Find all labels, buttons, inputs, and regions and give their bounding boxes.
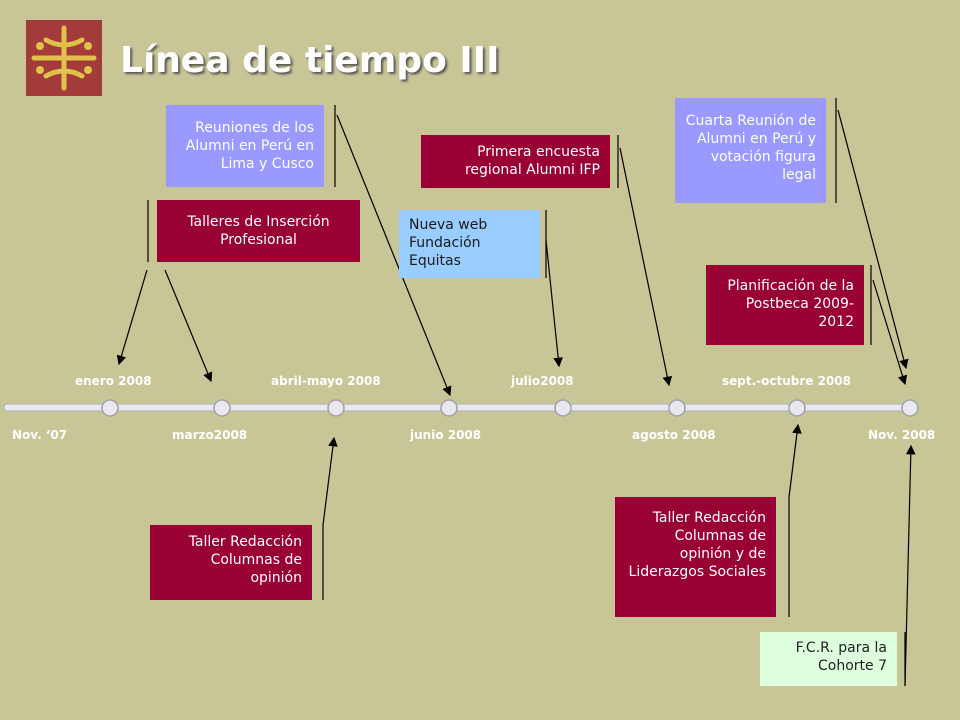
event-box-fcr: F.C.R. para la Cohorte 7 [760,632,897,686]
arrow [872,279,908,386]
timeline-node [213,399,231,417]
timeline-label-bottom: agosto 2008 [632,428,716,442]
timeline-label-bottom: Nov. 2008 [868,428,936,442]
arrow [619,147,672,387]
timeline-label-top: enero 2008 [75,374,152,388]
event-box-cuarta: Cuarta Reunión de Alumni en Perú y votac… [675,98,826,203]
event-box-encuesta: Primera encuesta regional Alumni IFP [421,135,610,188]
arrow [116,269,148,366]
timeline-label-bottom: Nov. ‘07 [12,428,68,442]
timeline-node [101,399,119,417]
timeline-node [788,399,806,417]
timeline-node [554,399,572,417]
page-title: Línea de tiempo III [120,40,500,81]
arrow [904,444,916,687]
timeline-bar [3,403,915,412]
arrow [788,423,802,498]
event-box-taller-liderazgos: Taller Redacción Columnas de opinión y d… [615,497,776,617]
event-box-talleres: Talleres de Inserción Profesional [157,200,360,262]
timeline-node [327,399,345,417]
equitas-logo-icon [26,20,102,96]
arrow [336,114,452,397]
event-box-planificacion: Planificación de la Postbeca 2009-2012 [706,265,864,345]
arrow [545,239,563,368]
timeline-label-top: sept.-octubre 2008 [722,374,852,388]
arrow [837,109,909,370]
arrow [164,269,213,383]
timeline-label-bottom: marzo2008 [172,428,248,442]
timeline-label-bottom: junio 2008 [410,428,482,442]
timeline-node [440,399,458,417]
timeline-node [668,399,686,417]
timeline-node [901,399,919,417]
event-box-reuniones: Reuniones de los Alumni en Perú en Lima … [166,105,324,187]
arrow [322,436,338,526]
timeline-label-top: julio2008 [511,374,574,388]
timeline-label-top: abril-mayo 2008 [271,374,381,388]
event-box-taller-columnas: Taller Redacción Columnas de opinión [150,525,312,600]
event-box-web: Nueva web Fundación Equitas [399,210,540,278]
